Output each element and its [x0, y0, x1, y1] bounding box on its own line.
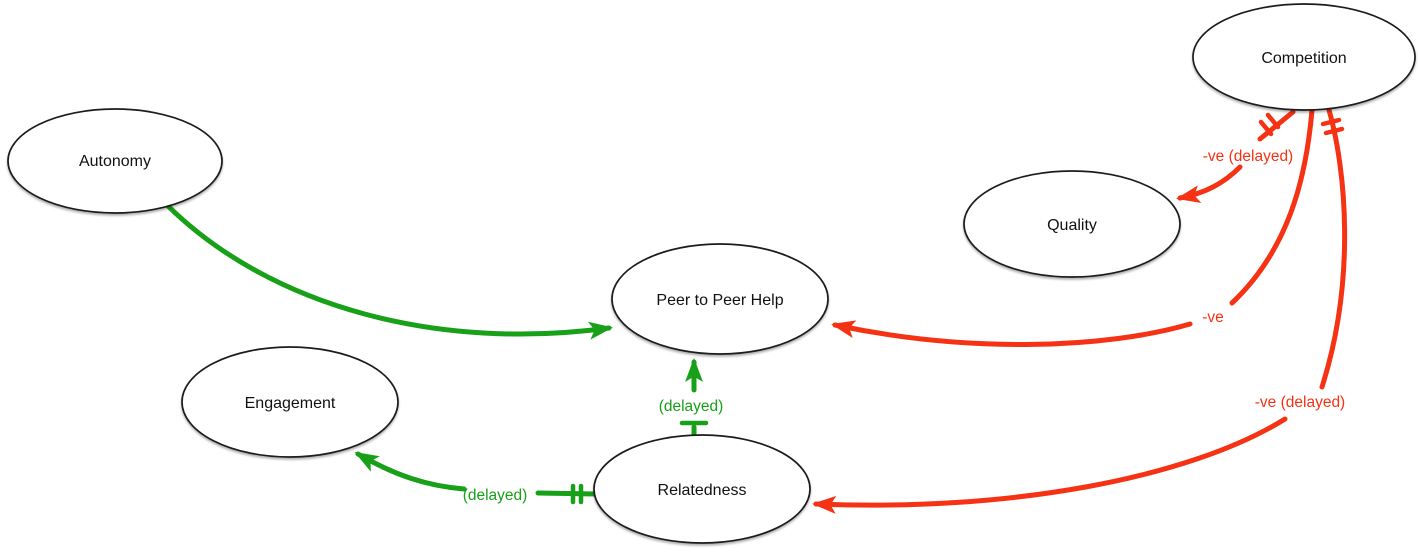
edge-relatedness-to-peer-help[interactable]: (delayed)	[659, 358, 724, 439]
edge-autonomy-to-peer-help-line[interactable]	[165, 203, 613, 340]
edge-label-ve: -ve	[1202, 309, 1224, 326]
delay-mark-icon	[1323, 126, 1345, 136]
edge-label-delayed-vertical: (delayed)	[659, 398, 724, 415]
quality-label: Quality	[1047, 217, 1097, 234]
engagement-ellipse[interactable]	[181, 346, 399, 458]
node-peer-to-peer-help[interactable]: Peer to Peer Help	[611, 243, 829, 355]
edge-relatedness-to-engagement[interactable]: (delayed)	[354, 451, 598, 505]
edge-competition-to-peer-help[interactable]: -ve	[831, 107, 1315, 347]
delay-mark-icon	[1265, 112, 1281, 130]
competition-ellipse[interactable]	[1192, 3, 1416, 111]
edge-label-ve-delayed-quality: -ve (delayed)	[1203, 148, 1293, 165]
autonomy-label: Autonomy	[79, 153, 151, 170]
edge-competition-to-quality[interactable]: -ve (delayed)	[1176, 109, 1296, 204]
edge-competition-to-peer-help-upper[interactable]	[1229, 107, 1315, 306]
node-autonomy[interactable]: Autonomy	[7, 108, 223, 214]
edge-label-ve-delayed-relatedness: -ve (delayed)	[1255, 394, 1345, 411]
edge-competition-to-relatedness-lower[interactable]	[812, 416, 1288, 514]
edge-relatedness-to-engagement-line[interactable]	[354, 451, 467, 492]
relatedness-label: Relatedness	[658, 482, 747, 499]
edge-competition-to-relatedness[interactable]: -ve (delayed)	[812, 107, 1348, 514]
edge-competition-to-relatedness-upper[interactable]	[1319, 107, 1348, 390]
autonomy-ellipse[interactable]	[7, 108, 223, 214]
delay-mark-icon	[1320, 117, 1342, 127]
edge-label-delayed-horizontal: (delayed)	[463, 487, 528, 504]
edge-autonomy-to-peer-help[interactable]	[165, 203, 613, 340]
edge-competition-to-peer-help-lower[interactable]	[831, 320, 1193, 347]
peer-to-peer-help-label: Peer to Peer Help	[656, 292, 783, 309]
node-competition[interactable]: Competition	[1192, 3, 1416, 111]
edge-relatedness-to-engagement-stub[interactable]	[535, 490, 598, 497]
quality-ellipse[interactable]	[963, 170, 1181, 278]
engagement-label: Engagement	[245, 395, 336, 412]
node-quality[interactable]: Quality	[963, 170, 1181, 278]
delay-mark-icon	[1258, 119, 1274, 137]
node-engagement[interactable]: Engagement	[181, 346, 399, 458]
competition-label: Competition	[1261, 50, 1346, 67]
peer-to-peer-help-ellipse[interactable]	[611, 243, 829, 355]
relatedness-ellipse[interactable]	[593, 434, 811, 544]
edge-competition-to-quality-line[interactable]	[1176, 164, 1243, 204]
node-relatedness[interactable]: Relatedness	[593, 434, 811, 544]
